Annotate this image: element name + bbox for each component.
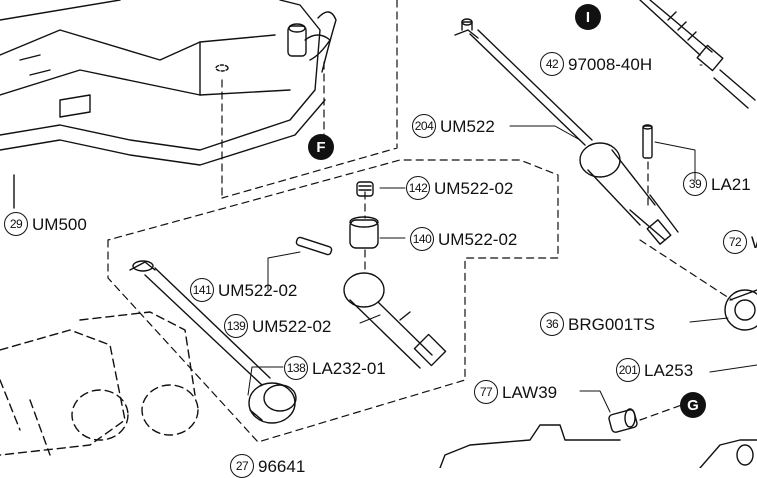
suspension-arm — [439, 424, 757, 468]
pin-39 — [642, 124, 653, 159]
part-code: 96641 — [258, 456, 306, 476]
callout-140: 140 UM522-02 — [410, 227, 517, 251]
part-number-circle: 138 — [284, 356, 308, 380]
callout-27: 27 96641 — [230, 454, 305, 478]
part-number-circle: 77 — [474, 380, 498, 404]
small-parts — [295, 181, 379, 256]
part-number-circle: 142 — [406, 176, 430, 200]
part-code: LA21 — [711, 174, 751, 194]
dogbone-138 — [129, 260, 297, 424]
part-code: UM522-02 — [218, 280, 298, 300]
part-number-circle: 72 — [723, 230, 747, 254]
part-code: BRG001TS — [568, 314, 655, 334]
chassis-part — [0, 0, 337, 209]
callout-39: 39 LA21 — [683, 172, 751, 196]
part-number-circle: 36 — [540, 312, 564, 336]
exploded-parts-drawing — [0, 0, 757, 468]
part-number-circle: 39 — [683, 172, 707, 196]
battery-pack — [0, 311, 199, 456]
part-number-circle: 201 — [616, 358, 640, 382]
part-code: W — [751, 234, 757, 251]
part-code: UM522 — [440, 116, 495, 136]
bearing-36 — [724, 289, 757, 331]
part-number-circle: 27 — [230, 454, 254, 478]
callout-141: 141 UM522-02 — [190, 278, 297, 302]
part-code: LA253 — [644, 360, 694, 380]
callout-29: 29 UM500 — [4, 212, 87, 236]
part-code: LAW39 — [502, 382, 558, 402]
part-number-circle: 139 — [224, 314, 248, 338]
badge-i: I — [575, 4, 601, 30]
callout-77: 77 LAW39 — [474, 380, 557, 404]
part-number-circle: 141 — [190, 278, 214, 302]
part-code: 97008-40H — [568, 54, 653, 74]
part-number-circle: 42 — [540, 52, 564, 76]
badge-g: G — [680, 392, 706, 418]
drive-shaft-204 — [454, 18, 679, 245]
set-screw — [639, 0, 756, 109]
part-code: UM522-02 — [438, 229, 518, 249]
badge-f: F — [308, 134, 334, 160]
callout-139: 139 UM522-02 — [224, 314, 331, 338]
callout-142: 142 UM522-02 — [406, 176, 513, 200]
callout-201: 201 LA253 — [616, 358, 693, 382]
callout-72: 72 W — [723, 230, 757, 254]
drive-cup-139 — [343, 272, 447, 369]
part-code: UM522-02 — [252, 316, 332, 336]
part-number-circle: 204 — [412, 114, 436, 138]
part-number-circle: 140 — [410, 227, 434, 251]
leader-lines — [247, 64, 757, 413]
part-code: LA232-01 — [312, 358, 386, 378]
callout-204: 204 UM522 — [412, 114, 495, 138]
callout-42: 42 97008-40H — [540, 52, 652, 76]
part-code: UM522-02 — [434, 178, 514, 198]
callout-138: 138 LA232-01 — [284, 356, 386, 380]
bushing-77 — [608, 408, 638, 433]
guide-lines — [107, 0, 733, 443]
callout-36: 36 BRG001TS — [540, 312, 655, 336]
part-number-circle: 29 — [4, 212, 28, 236]
part-code: UM500 — [32, 214, 87, 234]
